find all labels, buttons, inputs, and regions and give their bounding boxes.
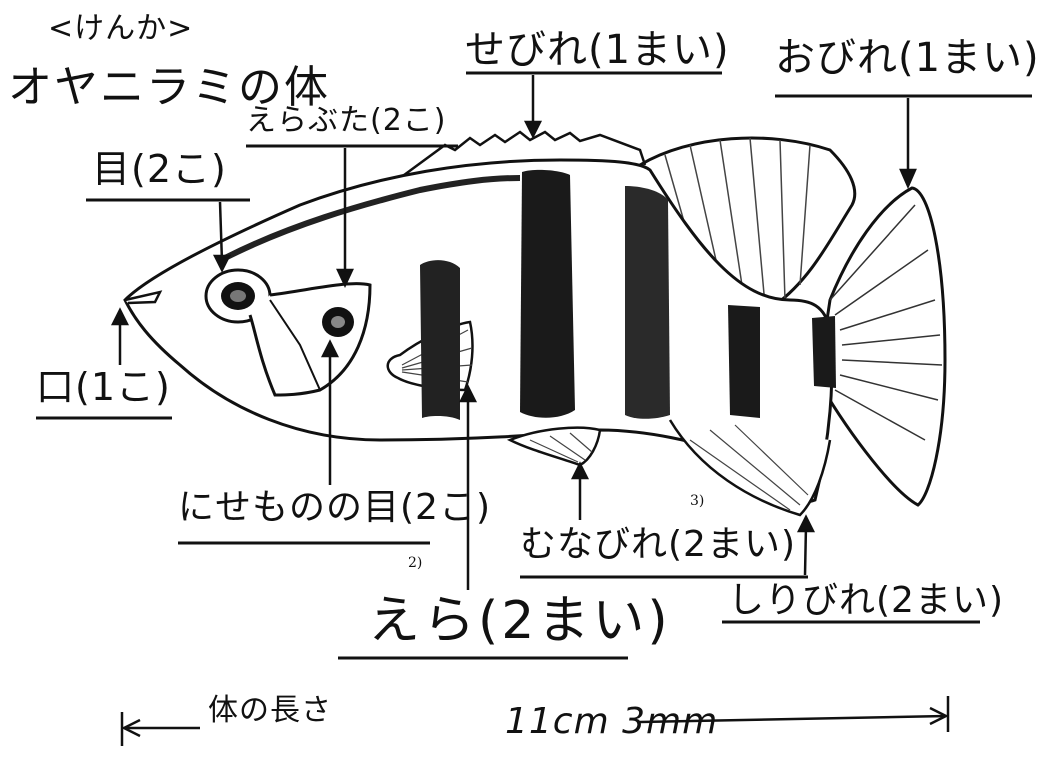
title-subtitle: <けんか> [48, 14, 193, 44]
label-dorsal-fin: せびれ(1まい) [465, 30, 730, 70]
label-anal-fin: しりびれ(2まい) [728, 583, 1004, 619]
length-value: 11cm 3mm [505, 704, 718, 740]
stripe-2 [520, 170, 575, 418]
stripe-4 [728, 305, 760, 418]
tail-fin [818, 188, 945, 505]
stripe-5 [812, 316, 836, 388]
label-eye: 目(2こ) [92, 150, 227, 188]
stripe-1 [420, 260, 460, 420]
label-mouth: 口(1こ) [36, 368, 171, 406]
footnote-2: 2) [408, 555, 422, 571]
label-tail-fin: おびれ(1まい) [775, 38, 1040, 78]
false-eye [322, 307, 354, 337]
label-gill-cover: えらぶた(2こ) [246, 106, 447, 136]
stripe-3 [625, 186, 670, 419]
label-false-eye: にせものの目(2こ) [178, 490, 491, 526]
length-label: 体の長さ [208, 696, 332, 726]
label-gill: えら(2まい) [368, 595, 671, 647]
footnote-3: 3) [690, 493, 704, 509]
label-pectoral-fin: むなびれ(2まい) [520, 527, 796, 563]
